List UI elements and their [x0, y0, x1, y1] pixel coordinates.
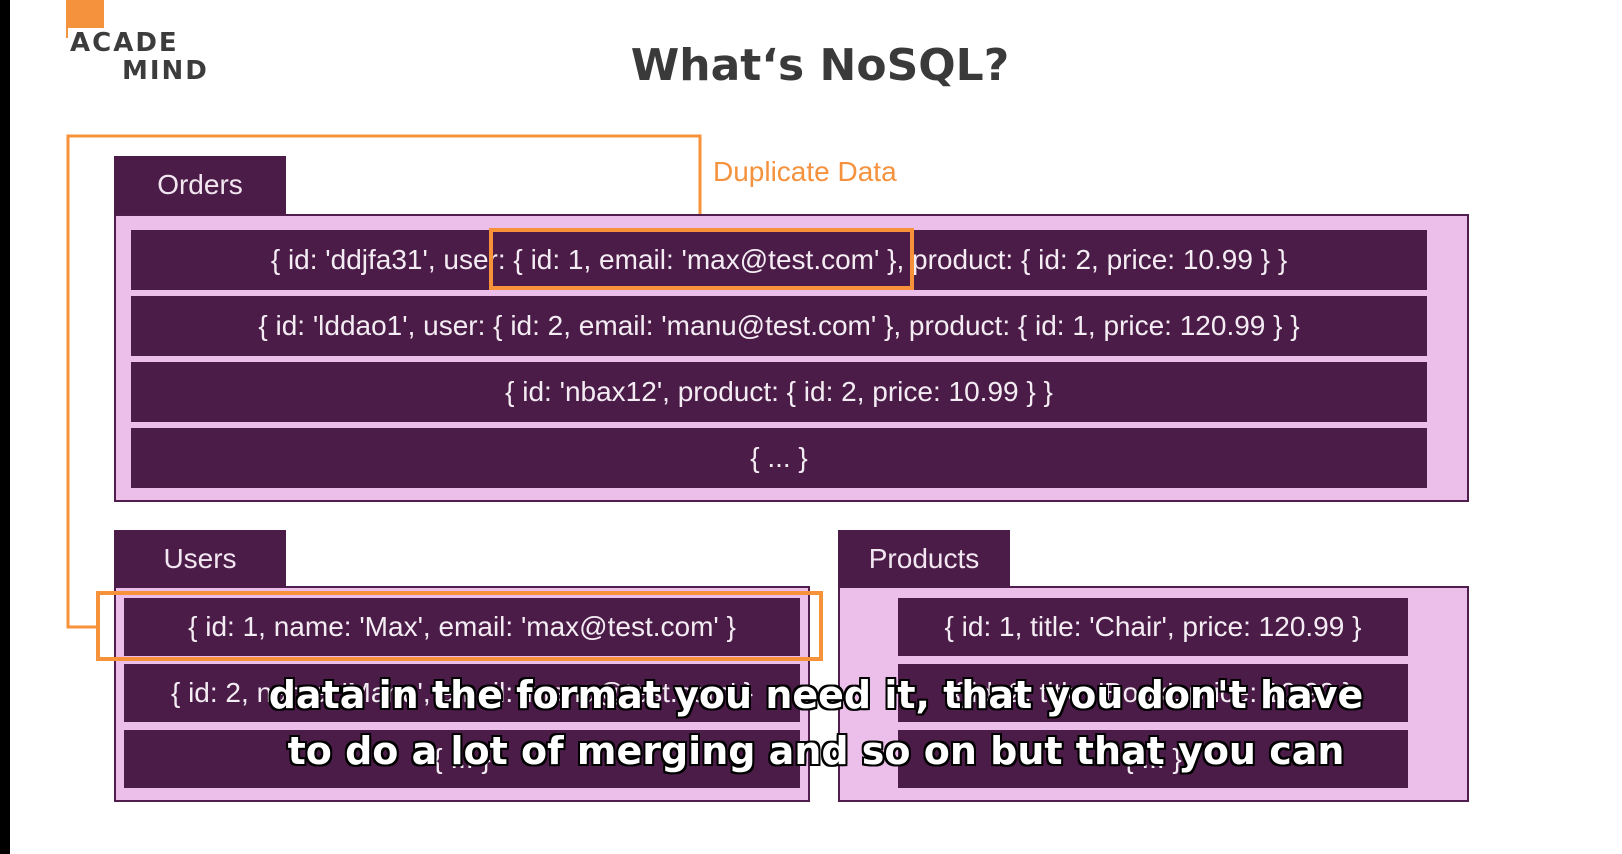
subtitle-line-2: to do a lot of merging and so on but tha… [287, 729, 1345, 773]
users-collection: { id: 1, name: 'Max', email: 'max@test.c… [114, 586, 810, 802]
user-row-2: { id: 2, name: 'Manu', email: 'manu@test… [124, 664, 800, 722]
logo-line-1: ACADE [68, 28, 179, 58]
subtitle-line-1: data in the format you need it, that you… [268, 673, 1364, 717]
orders-tab: Orders [114, 156, 286, 214]
product-row-2: { id: 2, title: 'Book', price: 10.99 } [898, 664, 1408, 722]
users-tab: Users [114, 530, 286, 588]
product-row-3: { ... } [898, 730, 1408, 788]
slide-title: What‘s NoSQL? [630, 40, 1010, 91]
watermark-icon [1568, 832, 1614, 848]
order-row-1: { id: 'ddjfa31', user: { id: 1, email: '… [131, 230, 1427, 290]
user-row-1: { id: 1, name: 'Max', email: 'max@test.c… [124, 598, 800, 656]
slide: ACADE MIND What‘s NoSQL? Duplicate Data … [10, 0, 1622, 854]
products-collection: { id: 1, title: 'Chair', price: 120.99 }… [838, 586, 1469, 802]
logo-line-2: MIND [122, 56, 209, 86]
order-row-4: { ... } [131, 428, 1427, 488]
user-row-3: { ... } [124, 730, 800, 788]
order-row-3: { id: 'nbax12', product: { id: 2, price:… [131, 362, 1427, 422]
user-source-highlight [96, 591, 823, 661]
product-row-1: { id: 1, title: 'Chair', price: 120.99 } [898, 598, 1408, 656]
academind-logo: ACADE MIND [10, 0, 240, 100]
duplicate-data-label: Duplicate Data [713, 156, 897, 187]
order-row-2: { id: 'lddao1', user: { id: 2, email: 'm… [131, 296, 1427, 356]
orders-collection: { id: 'ddjfa31', user: { id: 1, email: '… [114, 214, 1469, 502]
duplicate-user-highlight [489, 228, 914, 290]
products-tab: Products [838, 530, 1010, 588]
